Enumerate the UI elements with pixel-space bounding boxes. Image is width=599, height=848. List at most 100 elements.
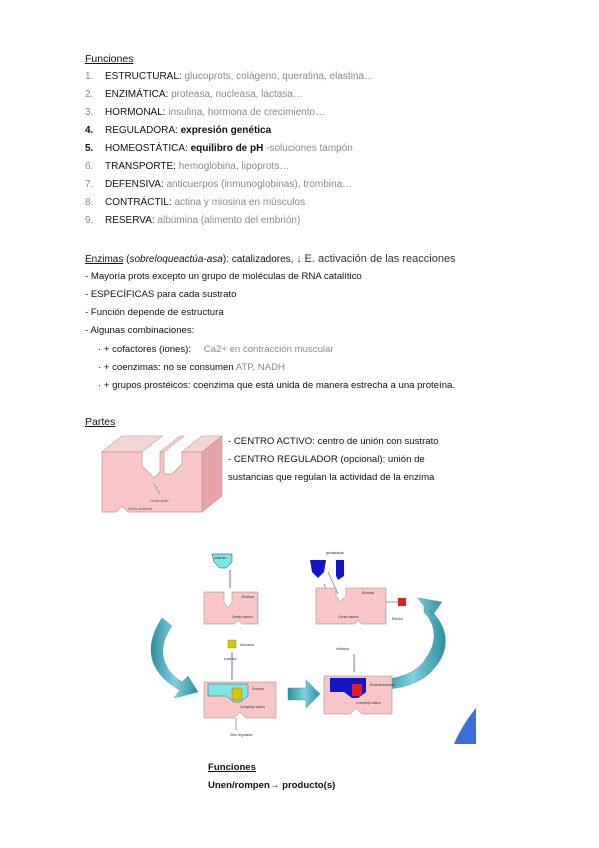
- funcion-item: 1. ESTRUCTURAL: glucoprots, colágeno, que…: [85, 70, 525, 88]
- funcion-term: RESERVA:: [105, 215, 155, 226]
- combo-example: ATP, NADH: [235, 362, 285, 373]
- efector-label: Efector: [392, 617, 404, 621]
- enzimas-word: Enzimas: [85, 254, 124, 265]
- product-shape: [310, 560, 326, 578]
- funciones2-text: Unen/rompen→ producto(s): [208, 780, 336, 791]
- funcion-term: TRANSPORTE:: [105, 161, 176, 172]
- enzimas-italic: sobreloqueactúa-asa: [129, 254, 223, 265]
- paren-close: ):: [222, 254, 229, 265]
- funcion-term: DEFENSIVA:: [105, 179, 164, 190]
- enzima-label: Enzima: [252, 687, 264, 691]
- partes-heading: Partes: [85, 416, 116, 428]
- arrow-down-icon: ↓: [296, 253, 302, 265]
- enzyme-top-face: [101, 435, 163, 453]
- funcion-number: 2.: [85, 89, 94, 100]
- funcion-number: 1.: [85, 71, 94, 82]
- funcion-term: HORMONAL:: [105, 107, 166, 118]
- funcion-item: 5. HOMEOSTÁTICA: equilibro de pH -solucio…: [85, 142, 525, 160]
- funcion-number: 8.: [85, 197, 94, 208]
- funcion-detail: albúmina (alimento del embrión): [157, 215, 301, 226]
- enzimas-line: - ESPECÍFICAS para cada sustrato: [85, 289, 237, 300]
- centro-activo-pointer: [153, 483, 161, 495]
- activator-shape: [227, 639, 237, 649]
- productos-label: productos: [326, 550, 344, 555]
- complejo-label: Complejo activo: [240, 705, 265, 709]
- funcion-number: 4.: [85, 125, 94, 136]
- funcion-item: 2. ENZIMÁTICA: proteasa, nucleasa, lactas…: [85, 88, 525, 106]
- centro-activo-label: Centro activo: [232, 615, 253, 619]
- enzimas-line: - Algunas combinaciones:: [85, 325, 195, 336]
- enzima-label: Enzima: [362, 591, 374, 595]
- partes-centro-activo: - CENTRO ACTIVO: centro de unión con sus…: [228, 436, 439, 447]
- substrate-shape: [211, 553, 233, 569]
- funcion-number: 5.: [85, 143, 94, 154]
- funcion-item: 9. RESERVA: albúmina (alimento del embrió…: [85, 214, 525, 232]
- funcion-number: 9.: [85, 215, 94, 226]
- sustrato-label: sustrato: [224, 657, 237, 661]
- funcion-detail: expresión genética: [180, 125, 272, 136]
- funciones-heading: Funciones: [85, 53, 134, 65]
- funcion-term: HOMEOSTÁTICA:: [105, 143, 188, 154]
- combo-prosteicos: · + grupos prostéicos: coenzima que está…: [98, 380, 455, 391]
- funcion-detail: anticuerpos (inmunoglobinas), trombina…: [166, 179, 353, 190]
- enzyme-front-face: [101, 451, 203, 513]
- combo-cofactores: · + cofactores (iones): Ca2+ en contracc…: [98, 344, 334, 355]
- funcion-term: CONTRÁCTIL:: [105, 197, 172, 208]
- enzyme-shape: [203, 591, 259, 625]
- enzimas-rest: E. activación de las reacciones: [304, 253, 456, 265]
- funcion-item: 6. TRANSPORTE: hemoglobina, lipoprots…: [85, 160, 525, 178]
- centro-activo-label: Centro activo: [150, 499, 169, 503]
- allosteric-cycle-diagram: sustrato Enzima Centro activo productos …: [150, 550, 476, 744]
- funcion-extra: -soluciones tampón: [263, 143, 353, 154]
- inhibidor-label: Inhibidor: [336, 647, 350, 651]
- paren-open: (: [123, 254, 130, 265]
- funcion-number: 6.: [85, 161, 94, 172]
- funcion-term: ENZIMÁTICA:: [105, 89, 169, 100]
- funcion-detail: insulina, hormona de crecimiento…: [168, 107, 326, 118]
- corner-arrow-fragment: [434, 708, 476, 744]
- centro-alosterico-label: Centro alosterico: [128, 507, 152, 511]
- sitio-regulador-label: Sitio regulador: [230, 733, 253, 737]
- funcion-item: 7. DEFENSIVA: anticuerpos (inmunoglobinas…: [85, 178, 525, 196]
- cycle-arrow-left: [150, 617, 199, 699]
- enzima-inactiva-label: Enzima inactiva: [370, 683, 395, 687]
- combo-example: Ca2+ en contracción muscular: [203, 344, 334, 355]
- funciones2-heading: Funciones: [208, 762, 256, 773]
- arrow-line: [327, 571, 339, 595]
- funcion-detail: equilibro de pH: [190, 143, 264, 154]
- funcion-number: 7.: [85, 179, 94, 190]
- funcion-detail: glucoprots, colágeno, queratina, elastin…: [184, 71, 375, 82]
- enzyme-top-face: [159, 435, 185, 453]
- enzimas-catalizadores: catalizadores,: [228, 254, 297, 265]
- partes-centro-regulador: - CENTRO REGULADOR (opcional): unión de: [228, 454, 425, 465]
- funcion-detail: actina y miosina en músculos: [174, 197, 306, 208]
- enzyme-shape: [315, 587, 387, 625]
- product-shape: [336, 560, 344, 580]
- funcion-detail: proteasa, nucleasa, lactasa…: [171, 89, 303, 100]
- funcion-term: ESTRUCTURAL:: [105, 71, 182, 82]
- partes-centro-regulador-cont: sustancias que regulan la actividad de l…: [228, 472, 435, 483]
- centro-activo-label: Centro activo: [338, 615, 359, 619]
- enzimas-line: - Función depende de estructura: [85, 307, 224, 318]
- enzyme-parts-diagram: Centro activo Centro alosterico: [101, 435, 223, 513]
- funcion-detail: hemoglobina, lipoprots…: [178, 161, 290, 172]
- funcion-item: 4. REGULADORA: expresión genética: [85, 124, 525, 142]
- complejo-label: Complejo activo: [356, 701, 381, 705]
- enzima-label: Enzima: [242, 595, 254, 599]
- enzimas-line: - Mayoría prots excepto un grupo de molé…: [85, 271, 362, 282]
- funciones-list: 1. ESTRUCTURAL: glucoprots, colágeno, que…: [85, 70, 525, 232]
- funcion-item: 8. CONTRÁCTIL: actina y miosina en múscul…: [85, 196, 525, 214]
- enzimas-title: Enzimas (sobreloqueactúa-asa): catalizad…: [85, 253, 456, 265]
- effector-shape: [352, 684, 362, 696]
- combo-text: · + cofactores (iones):: [98, 344, 192, 355]
- combo-text: · + grupos prostéicos: coenzima que está…: [98, 380, 456, 391]
- funcion-item: 3. HORMONAL: insulina, hormona de crecimi…: [85, 106, 525, 124]
- funcion-number: 3.: [85, 107, 94, 118]
- cycle-arrow-middle: [287, 679, 321, 709]
- combo-text: · + coenzimas: no se consumen: [98, 362, 234, 373]
- funcion-term: REGULADORA:: [105, 125, 178, 136]
- sustrato-label: sustrato: [214, 556, 227, 560]
- activador-label: Activador: [240, 643, 255, 647]
